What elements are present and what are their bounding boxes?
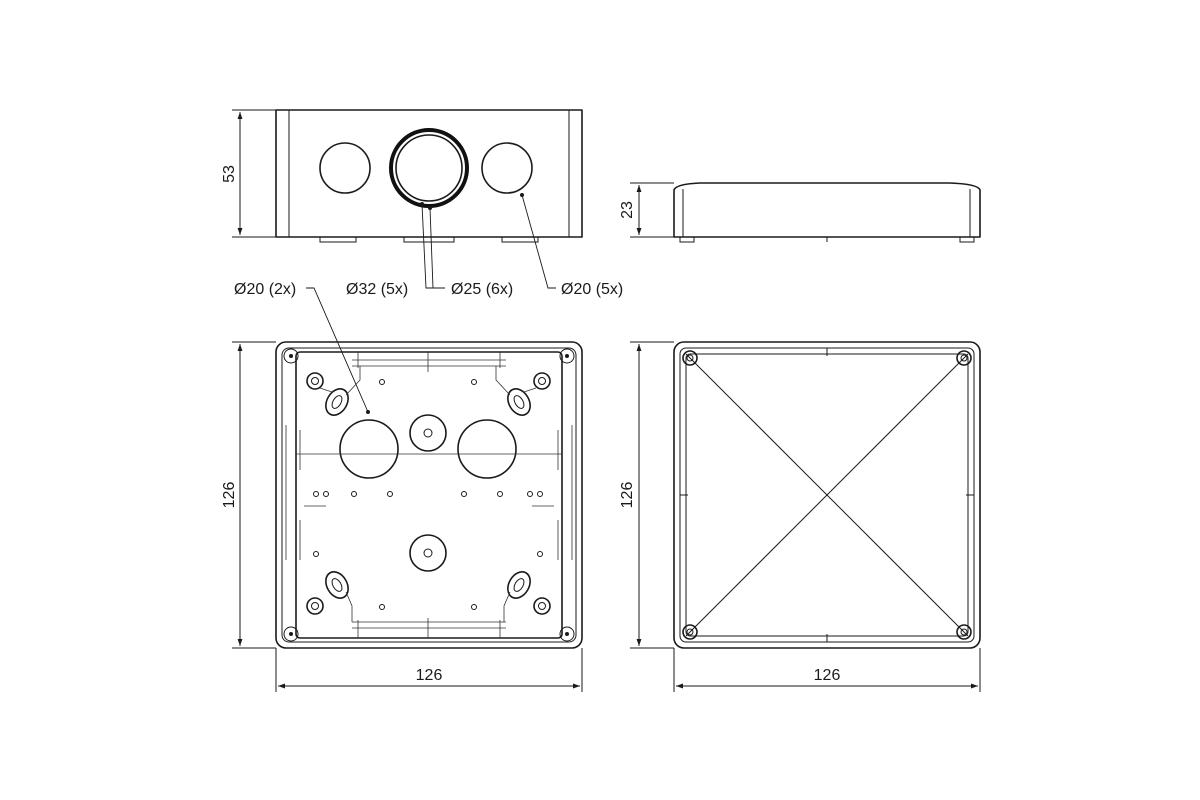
lid-corner-screws: [682, 350, 972, 640]
box-width-dimension: 126: [275, 648, 583, 692]
knockout-left: [319, 142, 371, 194]
internal-ribs: [285, 352, 573, 638]
callout-d25-6x: Ø25 (6x): [451, 281, 513, 298]
lid-top-width-label: 126: [814, 667, 841, 684]
lid-top-width-dimension: 126: [673, 648, 981, 692]
lid-top-height-dimension: 126: [619, 341, 674, 649]
knockout-center-outer: [389, 128, 469, 208]
box-height-label: 126: [221, 482, 238, 509]
lid-top-height-label: 126: [619, 482, 636, 509]
front-callout-leaders: [420, 193, 556, 289]
box-width-label: 126: [416, 667, 443, 684]
corner-screws-outer: [283, 348, 575, 642]
knockout-right: [481, 142, 533, 194]
corner-screws-inner: [306, 372, 551, 615]
mounting-slots: [325, 388, 531, 599]
callout-d20-2x: Ø20 (2x): [234, 281, 296, 298]
bottom-knockout-left: [339, 419, 399, 479]
callout-d32-5x: Ø32 (5x): [346, 281, 408, 298]
small-holes: [313, 379, 543, 610]
box-top-view: [275, 287, 583, 649]
lid-side-view: [673, 182, 981, 243]
callout-d20-5x: Ø20 (5x): [561, 281, 623, 298]
front-height-dimension: 53: [221, 109, 276, 238]
knockout-center-inner: [395, 134, 463, 202]
box-height-dimension: 126: [221, 341, 276, 649]
lid-height-dimension: 23: [619, 182, 674, 238]
front-height-label: 53: [221, 165, 238, 183]
lid-height-label: 23: [619, 201, 636, 219]
bottom-knockout-right: [457, 419, 517, 479]
front-view: [275, 109, 583, 243]
bottom-knockout-small-top: [409, 414, 447, 452]
lid-edge-tabs: [680, 348, 974, 642]
lid-top-view: [673, 341, 981, 649]
bottom-knockout-small-bottom: [409, 534, 447, 572]
